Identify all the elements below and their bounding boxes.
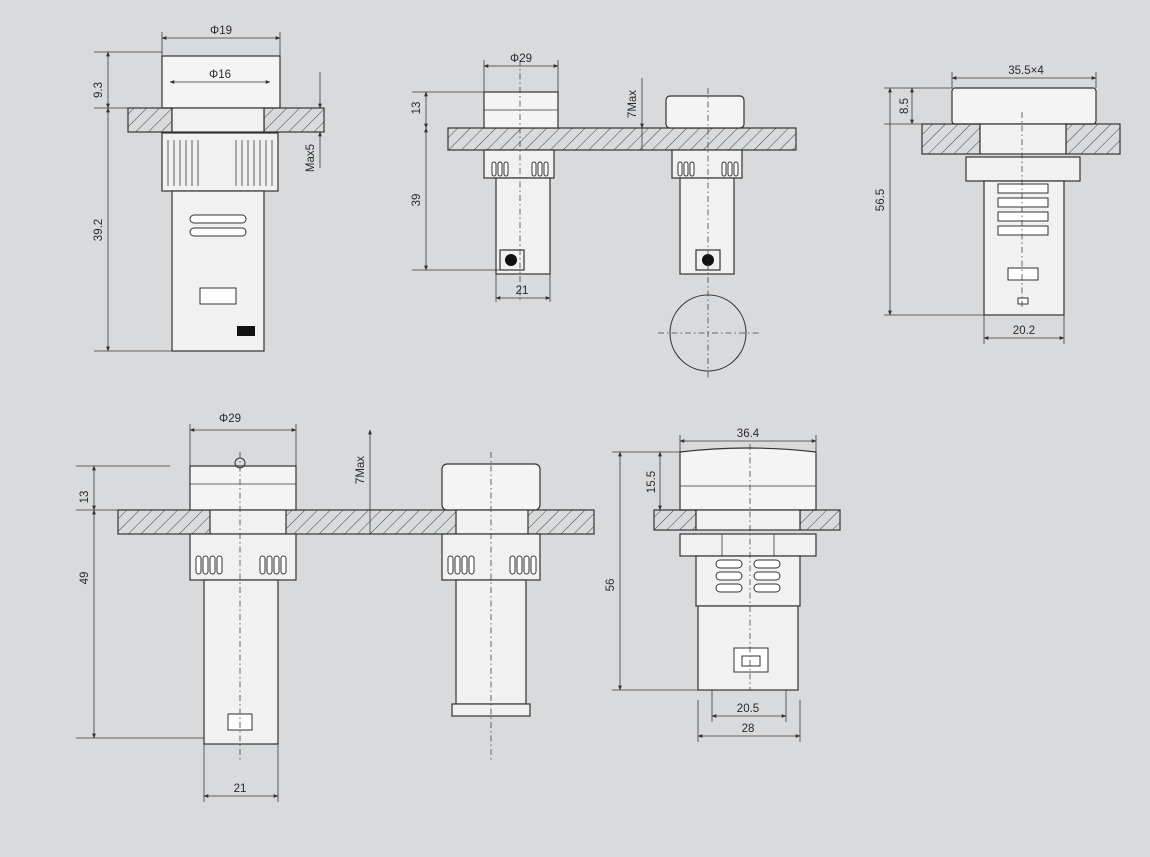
- dim-d-cap: Φ29: [219, 413, 241, 425]
- dim-h-total: 39.2: [93, 219, 105, 241]
- dim-h-cap: 8.5: [899, 98, 911, 114]
- dim-d-outer: Φ19: [210, 25, 232, 37]
- dim-h-cap: 13: [79, 491, 91, 504]
- figure-top-right: 35.5×4 8.5 56.5 20.2: [875, 65, 1121, 344]
- dim-w-cap: 35.5×4: [1008, 65, 1044, 77]
- dim-max-panel: 7Max: [355, 456, 367, 484]
- dim-w-cap: 36.4: [737, 428, 760, 440]
- dim-w-base: 28: [742, 723, 755, 735]
- dim-h-total: 56: [605, 579, 617, 592]
- dim-max-panel: Max5: [305, 144, 317, 172]
- dim-h-cap: 13: [411, 102, 423, 115]
- dim-h-cap: 15.5: [646, 471, 658, 493]
- figure-top-middle: Φ29 13 39 21 7Max: [411, 53, 797, 380]
- figure-bottom-right: 36.4 15.5 56 20.5 28: [605, 428, 841, 742]
- dim-h-body: 49: [79, 572, 91, 585]
- dim-h-total: 56.5: [875, 189, 887, 211]
- dim-d-inner: Φ16: [209, 69, 231, 81]
- figure-bottom-left: Φ29 13 49 21 7Max: [76, 413, 595, 802]
- dim-d-cap: Φ29: [510, 53, 532, 65]
- dim-max-panel: 7Max: [627, 90, 639, 118]
- figure-top-left: Φ19 Φ16 9.3 39.2 Max5: [93, 25, 325, 352]
- dim-h-body: 39: [411, 194, 423, 207]
- dim-h-cap: 9.3: [93, 82, 105, 98]
- dim-w-terminal: 20.5: [737, 703, 759, 715]
- dim-w-base: 20.2: [1013, 325, 1035, 337]
- dim-w-base: 21: [234, 783, 247, 795]
- dim-w-base: 21: [516, 285, 529, 297]
